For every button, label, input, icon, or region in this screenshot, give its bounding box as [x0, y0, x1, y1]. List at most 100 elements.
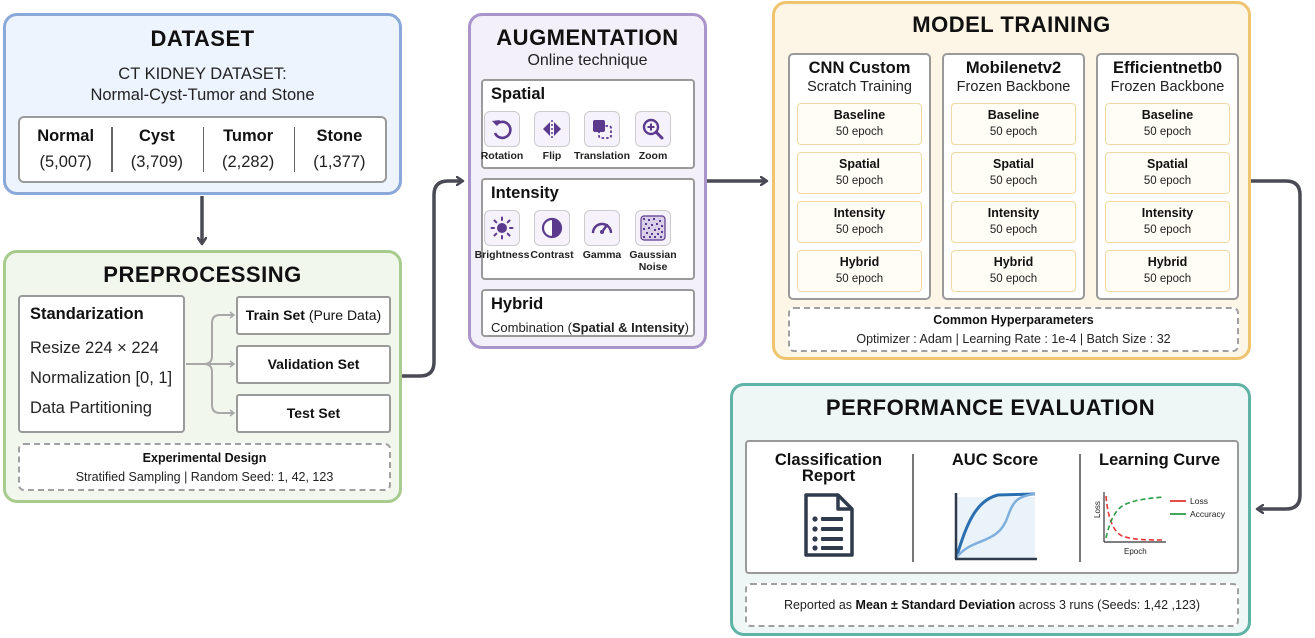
reporting-suffix: across 3 runs (Seeds: 1,42 ,123)	[1015, 598, 1201, 612]
class-name: Tumor	[223, 127, 274, 145]
hybrid-box: Hybrid Combination (Spatial & Intensity)	[481, 289, 695, 337]
intensity-box: Intensity Brightness Contrast Gamma	[475, 178, 695, 280]
experiment-epochs: 50 epoch	[835, 273, 884, 285]
icon-label: Rotation	[480, 150, 524, 162]
hyperparameters-box: Common Hyperparameters Optimizer : Adam …	[788, 307, 1239, 352]
hyperparameters-title: Common Hyperparameters	[933, 313, 1094, 327]
dataset-subtitle-line2: Normal-Cyst-Tumor and Stone	[90, 86, 315, 104]
reporting-note-box: Reported as Mean ± Standard Deviation ac…	[745, 583, 1239, 627]
standardization-title: Standarization	[30, 305, 144, 323]
experiment-name: Spatial	[1147, 157, 1188, 171]
metric-classification-report: Classification Report	[751, 442, 906, 572]
experiment-epochs: 50 epoch	[989, 175, 1038, 187]
spatial-box: Spatial Rotation Flip Translation Zoom	[481, 79, 695, 169]
metric-title: Learning Curve	[1098, 451, 1221, 469]
class-cell-normal: Normal (5,007)	[20, 118, 111, 181]
class-count-table: Normal (5,007) Cyst (3,709) Tumor (2,282…	[18, 116, 387, 183]
model-name: Mobilenetv2	[965, 59, 1062, 77]
lc-xlabel: Epoch	[1124, 547, 1147, 556]
experiment-epochs: 50 epoch	[989, 126, 1038, 138]
experiment-epochs: 50 epoch	[989, 273, 1038, 285]
hybrid-title: Hybrid	[491, 295, 544, 313]
performance-evaluation-panel: PERFORMANCE EVALUATION Classification Re…	[730, 383, 1251, 636]
icon-label: Translation	[574, 150, 631, 162]
spatial-item-flip: Flip	[524, 111, 580, 162]
learning-curve-icon: Loss Loss Accuracy Epoch	[1094, 492, 1226, 556]
train-set-note: (Pure Data)	[304, 307, 382, 323]
brightness-icon	[484, 210, 520, 246]
intensity-item-brightness: Brightness	[474, 210, 530, 261]
experiment-epochs: 50 epoch	[835, 126, 884, 138]
experiment-epochs: 50 epoch	[1143, 126, 1192, 138]
hybrid-prefix: Combination (	[491, 320, 572, 335]
metrics-box: Classification Report AUC Score	[745, 440, 1239, 574]
metric-auc-score: AUC Score	[915, 442, 1075, 572]
test-set-box: Test Set	[236, 394, 391, 433]
reporting-bold: Mean ± Standard Deviation	[855, 598, 1016, 612]
experiment-epochs: 50 epoch	[989, 224, 1038, 236]
experiment-epochs: 50 epoch	[835, 175, 884, 187]
experiment-card-baseline: Baseline 50 epoch	[1105, 103, 1230, 145]
experimental-design-box: Experimental Design Stratified Sampling …	[18, 443, 391, 491]
intensity-item-gaussian-noise: Gaussian Noise	[625, 210, 681, 273]
experiment-epochs: 50 epoch	[1143, 224, 1192, 236]
model-training-title: MODEL TRAINING	[912, 12, 1111, 37]
lc-legend-accuracy: Accuracy	[1190, 509, 1226, 519]
intensity-item-contrast: Contrast	[524, 210, 580, 261]
arrow-training-to-evaluation	[1251, 179, 1302, 509]
step-normalization: Normalization [0, 1]	[30, 369, 173, 387]
experiment-card-spatial: Spatial 50 epoch	[951, 152, 1076, 194]
document-icon	[804, 493, 854, 557]
model-subtitle: Scratch Training	[807, 79, 912, 95]
performance-title: PERFORMANCE EVALUATION	[825, 395, 1156, 420]
spatial-item-translation: Translation	[574, 111, 630, 162]
experiment-name: Spatial	[993, 157, 1034, 171]
class-cell-cyst: Cyst (3,709)	[111, 118, 202, 181]
flip-icon	[534, 111, 570, 147]
lc-ylabel: Loss	[1094, 501, 1102, 518]
experiment-card-baseline: Baseline 50 epoch	[951, 103, 1076, 145]
experiment-epochs: 50 epoch	[1143, 175, 1192, 187]
model-subtitle: Frozen Backbone	[1110, 79, 1225, 95]
augmentation-title: AUGMENTATION	[496, 25, 679, 50]
metric-learning-curve: Learning Curve Loss Loss Accuracy Epoch	[1082, 442, 1237, 572]
experiment-name: Hybrid	[839, 255, 880, 269]
metric-title-line2: Report	[801, 467, 856, 485]
spatial-title: Spatial	[491, 85, 546, 103]
icon-label: Flip	[542, 150, 562, 162]
experiment-name: Baseline	[1141, 108, 1194, 122]
class-count: (5,007)	[39, 153, 92, 171]
class-count: (3,709)	[130, 153, 184, 171]
dataset-title: DATASET	[150, 26, 255, 51]
experiment-name: Hybrid	[1147, 255, 1188, 269]
icon-label-line1: Gaussian	[629, 249, 677, 261]
augmentation-subtitle: Online technique	[527, 52, 648, 69]
train-set-label: Train Set	[245, 307, 305, 323]
validation-set-box: Validation Set	[236, 345, 391, 384]
experiment-name: Baseline	[987, 108, 1040, 122]
metrics-divider	[1079, 454, 1081, 562]
icon-label-line2: Noise	[638, 261, 668, 273]
intensity-title: Intensity	[491, 184, 559, 202]
model-name: CNN Custom	[808, 59, 911, 77]
translation-icon	[584, 111, 620, 147]
class-name: Cyst	[138, 127, 175, 145]
hybrid-bold: Spatial & Intensity	[571, 320, 685, 335]
augmentation-panel: AUGMENTATION Online technique Spatial Ro…	[468, 13, 707, 349]
gaussian-noise-icon	[635, 210, 671, 246]
validation-set-label: Validation Set	[267, 356, 360, 372]
contrast-icon	[534, 210, 570, 246]
split-connector	[186, 311, 236, 417]
dataset-subtitle-line1: CT KIDNEY DATASET:	[118, 65, 287, 83]
metric-title-line1: Classification	[774, 451, 883, 469]
experiment-name: Hybrid	[993, 255, 1034, 269]
metric-title: AUC Score	[951, 451, 1039, 469]
gamma-icon	[584, 210, 620, 246]
